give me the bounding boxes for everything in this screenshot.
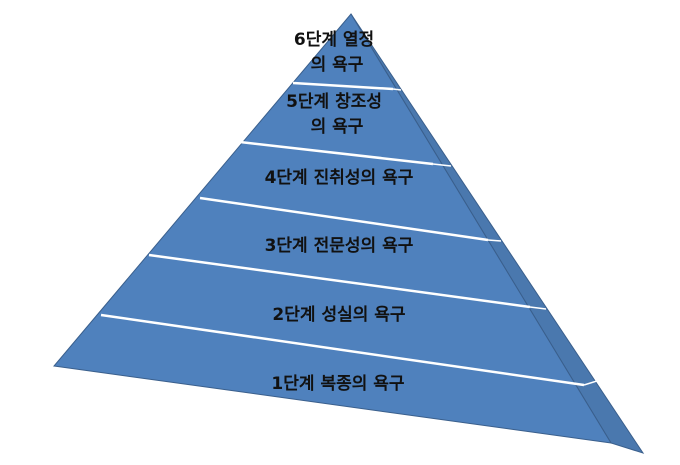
level-4-label: 4단계 진취성의 욕구 (265, 167, 414, 188)
level-5-label: 5단계 창조성 의 욕구 (286, 92, 388, 137)
level-6-label: 6단계 열정 의 욕구 (294, 30, 380, 75)
separator-6-5 (292, 81, 394, 91)
level-3-line-1: 3단계 전문성의 욕구 (265, 236, 414, 256)
level-4-line-1: 4단계 진취성의 욕구 (265, 167, 414, 188)
side-separator-a (392, 88, 402, 91)
level-1-label: 1단계 복종의 욕구 (271, 374, 405, 394)
level-5-line-2: 의 욕구 (311, 117, 364, 137)
separator-4-3 (199, 196, 489, 242)
level-6-line-2: 의 욕구 (311, 55, 364, 75)
separator-3-2 (148, 253, 531, 309)
separator-2-1 (100, 313, 585, 387)
level-2-line-1: 2단계 성실의 욕구 (272, 305, 406, 325)
level-2-label: 2단계 성실의 욕구 (272, 305, 406, 325)
pyramid-front-face (53, 13, 612, 444)
level-1-line-1: 1단계 복종의 욕구 (271, 374, 405, 394)
level-3-label: 3단계 전문성의 욕구 (265, 236, 414, 256)
separator-5-4 (239, 140, 434, 166)
level-5-line-1: 5단계 창조성 (286, 92, 382, 112)
side-separator-e (583, 379, 601, 386)
level-6-line-1: 6단계 열정 (294, 30, 374, 50)
side-separator-b (432, 163, 452, 167)
front-separators (100, 81, 585, 387)
side-separators (392, 88, 601, 386)
side-separator-c (487, 239, 502, 242)
side-separator-d (529, 306, 547, 310)
